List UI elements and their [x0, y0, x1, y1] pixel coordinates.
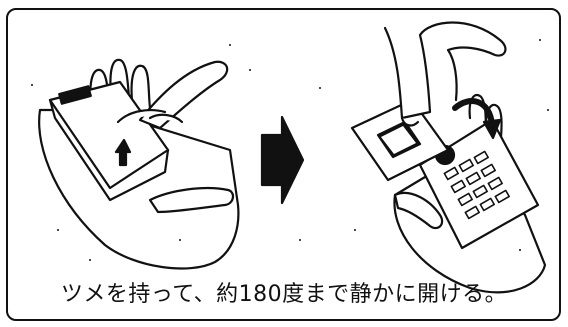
instruction-caption: ツメを持って、約180度まで静かに開ける。: [60, 282, 508, 307]
left-hand-with-closed-phone: [38, 58, 240, 270]
right-hand-opening-phone: [350, 21, 547, 294]
illustration-frame: [6, 8, 561, 321]
arrow-right-icon: [260, 115, 305, 205]
scan-speckles: [31, 39, 549, 261]
